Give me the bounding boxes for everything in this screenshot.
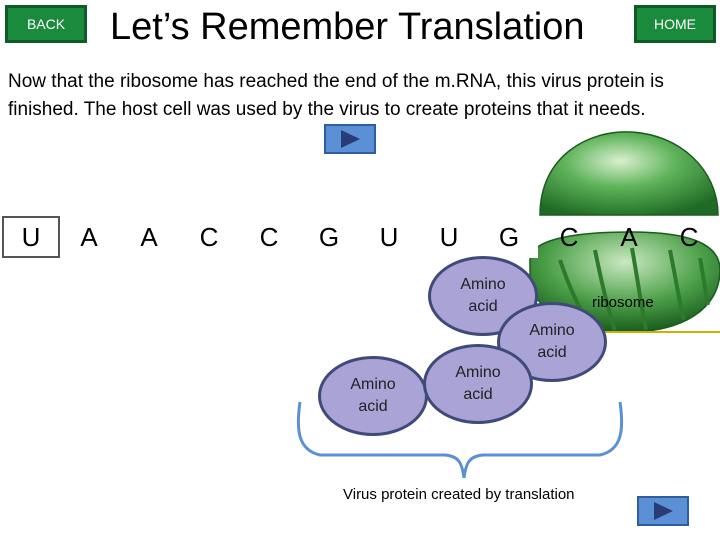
codon-letter: A <box>620 221 638 252</box>
amino-acid-label-line2: acid <box>358 398 388 415</box>
intro-text: Now that the ribosome has reached the en… <box>8 71 664 120</box>
amino-acid-label-line2: acid <box>463 386 493 403</box>
play-icon <box>341 130 360 148</box>
codon-letter: C <box>180 216 238 258</box>
amino-acid: Amino acid <box>423 344 533 424</box>
protein-caption: Virus protein created by translation <box>343 486 575 503</box>
play-button-bottom[interactable] <box>637 496 689 526</box>
amino-acid: Amino acid <box>428 256 538 336</box>
back-button[interactable]: BACK <box>5 5 87 43</box>
codon-letter: U <box>420 216 478 258</box>
codon-letter: C <box>240 216 298 258</box>
brace-icon <box>296 401 624 479</box>
ribosome-label: ribosome <box>592 294 654 311</box>
amino-acid-label-line1: Amino <box>529 322 575 339</box>
codon-letter: G <box>480 216 538 258</box>
play-button-top[interactable] <box>324 124 376 154</box>
amino-acid-label-line1: Amino <box>455 364 501 381</box>
codon-letter: A <box>60 216 118 258</box>
codon-letter: C <box>679 221 699 252</box>
codon-letter: A <box>120 216 178 258</box>
amino-acid: Amino acid <box>497 302 607 382</box>
home-button[interactable]: HOME <box>634 5 716 43</box>
amino-acid-label-line1: Amino <box>460 276 506 293</box>
codon-letter: U <box>2 216 60 258</box>
codon-letter: G <box>300 216 358 258</box>
codon-letter: U <box>360 216 418 258</box>
page-title: Let’s Remember Translation <box>110 6 585 48</box>
amino-acid-label-line2: acid <box>537 344 567 361</box>
play-icon <box>654 502 673 520</box>
amino-acid-label-line1: Amino <box>350 376 396 393</box>
amino-acid-label-line2: acid <box>468 298 498 315</box>
codon-letter: C <box>559 221 579 252</box>
